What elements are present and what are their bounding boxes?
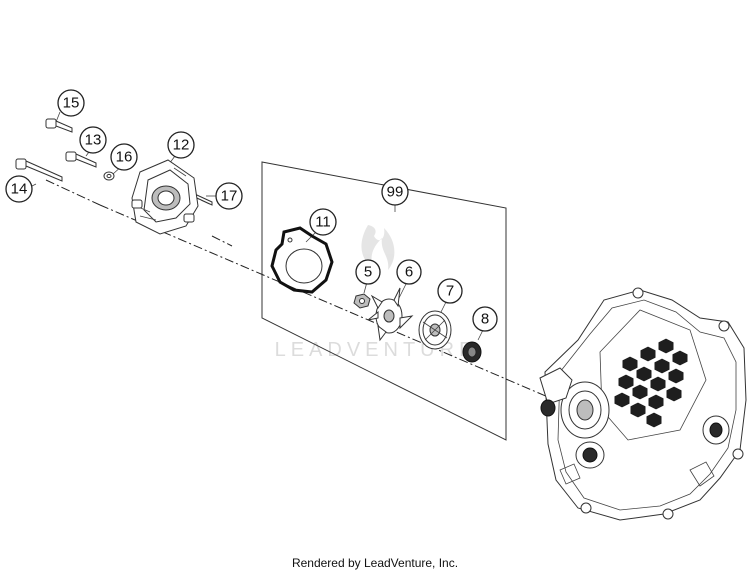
watermark-text: LEADVENTURE: [275, 339, 478, 361]
callout-12: 12: [167, 131, 195, 159]
part-15-screw: [45, 118, 73, 133]
callout-17: 17: [215, 182, 243, 210]
svg-text:12: 12: [173, 137, 190, 154]
vent-grid: [613, 337, 689, 429]
svg-text:14: 14: [11, 181, 28, 198]
callout-99: 99: [381, 178, 409, 206]
svg-text:7: 7: [446, 283, 454, 300]
part-5-nut: [353, 293, 371, 309]
part-14-long-bolt: [15, 158, 63, 182]
svg-text:11: 11: [315, 214, 331, 231]
svg-text:5: 5: [364, 264, 372, 281]
svg-text:99: 99: [387, 184, 404, 201]
callout-8: 8: [472, 306, 498, 332]
svg-text:13: 13: [85, 132, 102, 149]
svg-text:8: 8: [481, 311, 489, 328]
callout-15: 15: [57, 89, 85, 117]
exploded-parts-diagram: LEADVENTURE: [5, 89, 747, 521]
callout-7: 7: [437, 278, 463, 304]
kit-panel-outline: [261, 161, 507, 441]
part-8-seal-ring: [462, 341, 482, 363]
callout-11: 11: [309, 208, 337, 236]
clutch-cover: [539, 287, 747, 521]
part-16-washer: [103, 171, 115, 181]
svg-text:17: 17: [221, 188, 238, 205]
assembly-axis-line: [99, 204, 556, 401]
svg-text:16: 16: [116, 149, 133, 166]
watermark-flame-icon: [361, 225, 395, 270]
part-6-impeller: [367, 287, 414, 342]
watermark: LEADVENTURE: [275, 225, 478, 361]
part-12-water-pump-cover: [131, 159, 199, 235]
callout-13: 13: [79, 126, 107, 154]
callout-5: 5: [355, 259, 381, 285]
assembly-axis-line-start: [45, 179, 101, 206]
callout-14: 14: [5, 175, 33, 203]
part-7-radial-shaft-seal: [418, 310, 452, 350]
part-11-gasket: [270, 226, 334, 294]
render-credit: Rendered by LeadVenture, Inc.: [291, 556, 459, 570]
part-13-screw: [65, 151, 97, 168]
svg-text:15: 15: [63, 95, 80, 112]
callout-16: 16: [110, 143, 138, 171]
bolt-axis-line: [211, 235, 233, 247]
callout-6: 6: [396, 259, 422, 285]
svg-text:6: 6: [405, 264, 413, 281]
